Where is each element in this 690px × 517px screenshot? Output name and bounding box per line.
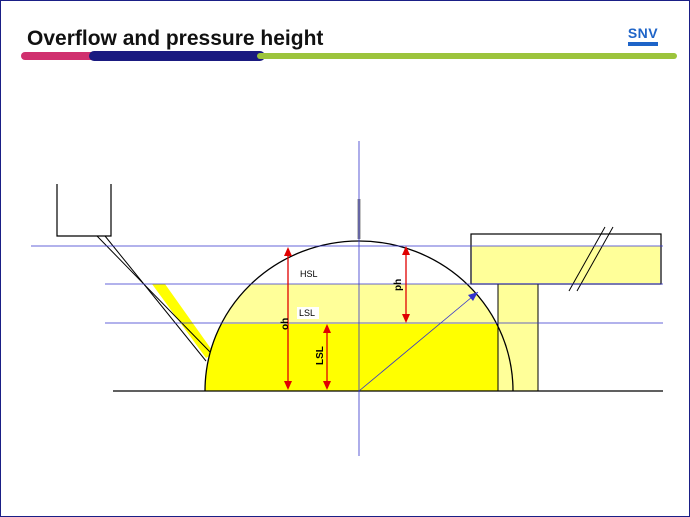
outlet-tank-liquid (472, 246, 660, 283)
slide-title: Overflow and pressure height (27, 27, 324, 50)
accent-bar-navy (89, 51, 265, 61)
inlet-pipe-wall-upper (96, 235, 212, 354)
logo-text: SNV (627, 25, 659, 41)
logo-underline (628, 42, 658, 46)
lsl-arrow-top (323, 324, 331, 333)
label-hsl: HSL (300, 269, 318, 279)
break-mark-2 (576, 226, 614, 292)
ph-arrow-top (402, 246, 410, 255)
oh-arrow-top (284, 247, 292, 256)
accent-bar-green (257, 53, 677, 59)
label-lsl-small: LSL (299, 308, 315, 318)
snv-logo: SNV (625, 25, 661, 49)
outlet-column (497, 283, 539, 392)
label-lsl-small-bg (297, 307, 319, 319)
inlet-tank (56, 184, 112, 237)
radius-arrow (358, 291, 479, 392)
break-mark-1 (568, 226, 606, 292)
label-ph: ph (393, 279, 404, 291)
lsl-arrow-bottom (323, 381, 331, 390)
oh-arrow-bottom (284, 381, 292, 390)
label-lsl-vertical: LSL (315, 346, 326, 365)
inlet-pipe-wall-lower (104, 235, 207, 362)
title-accent-bar (21, 51, 677, 61)
accent-bar-magenta (21, 52, 111, 60)
ph-arrow-bottom (402, 314, 410, 323)
radius-arrowhead (468, 292, 478, 301)
label-oh: oh (280, 318, 291, 330)
